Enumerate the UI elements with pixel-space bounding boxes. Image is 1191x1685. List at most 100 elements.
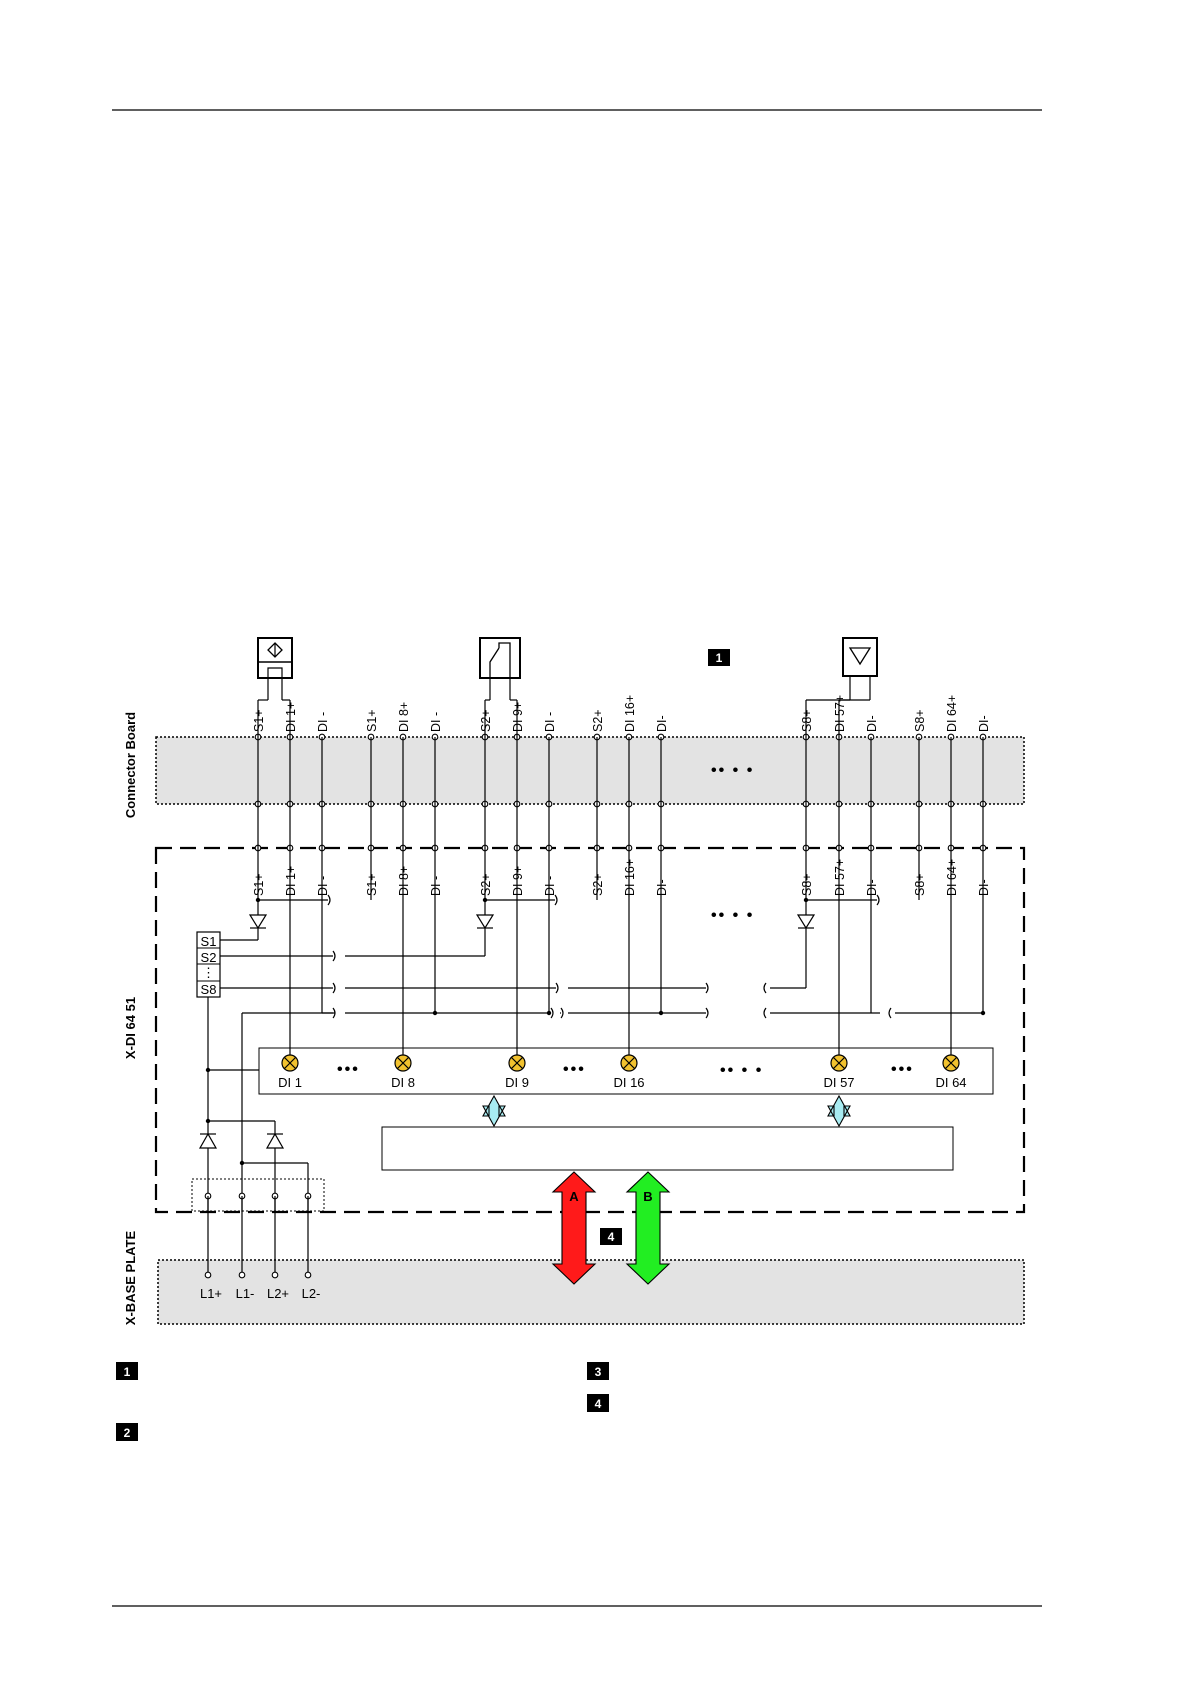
supply-group-label: S2 [201, 950, 217, 965]
terminal-label-inner: S2+ [591, 873, 605, 896]
module-border [154, 846, 1026, 1214]
svg-text:1: 1 [124, 1365, 131, 1379]
channel-label: DI 64 [935, 1075, 966, 1090]
processor-block [381, 1126, 954, 1171]
terminal-label: DI 16+ [623, 695, 637, 732]
junction-dot [432, 1010, 438, 1016]
transmitter-icon [842, 637, 878, 677]
power-terminal-label: L1- [236, 1286, 255, 1301]
supply-group-box [196, 931, 221, 998]
arrow-label-a: A [569, 1189, 579, 1204]
terminal-label-inner: S8+ [913, 873, 927, 896]
bidirectional-arrow-icon [482, 1094, 506, 1128]
svg-text:4: 4 [608, 1230, 615, 1244]
terminal-label: S2+ [591, 709, 605, 732]
wire [550, 1007, 554, 1019]
legend: 1 2 3 4 [116, 1362, 609, 1441]
terminal-label-inner: S2+ [479, 873, 493, 896]
supply-group-label: S8 [201, 982, 217, 997]
bidirectional-arrow-icon [551, 1171, 597, 1285]
terminal-label-inner: DI - [429, 876, 443, 896]
legend-badge: 1 [116, 1362, 138, 1380]
terminal-label: S1+ [252, 709, 266, 732]
power-terminal [238, 1271, 246, 1279]
terminal-labels-top: S1+DI 1+DI -S1+DI 8+DI -S2+DI 9+DI -S2+D… [252, 695, 991, 732]
channel-label: DI 57 [823, 1075, 854, 1090]
bidirectional-arrow-icon [625, 1171, 671, 1285]
led-lamp-icon [620, 1054, 638, 1072]
supply-group-label: S1 [201, 934, 217, 949]
legend-badge: 4 [587, 1394, 609, 1412]
terminal-label-inner: S8+ [800, 873, 814, 896]
terminal-label-inner: DI 1+ [284, 866, 298, 896]
wire [327, 894, 331, 906]
led-lamp-icon [281, 1054, 299, 1072]
terminal-label-inner: DI- [977, 879, 991, 896]
terminal-label: DI 1+ [284, 702, 298, 732]
terminal-label: DI- [655, 715, 669, 732]
wire [705, 982, 709, 994]
power-terminal-label: L2- [302, 1286, 321, 1301]
wire [554, 894, 558, 906]
wire [332, 950, 336, 962]
terminal-label-inner: DI- [865, 879, 879, 896]
side-label-base-plate: X-BASE PLATE [123, 1230, 138, 1325]
junction-dot [546, 1010, 552, 1016]
power-terminal [271, 1271, 279, 1279]
marker-1: 1 [708, 649, 730, 666]
wire [888, 1007, 892, 1019]
terminal-label-inner: S1+ [365, 873, 379, 896]
svg-text:3: 3 [595, 1365, 602, 1379]
led-lamp-icon [394, 1054, 412, 1072]
diode-icon [796, 914, 816, 930]
supply-group-label: ⋮ [202, 965, 215, 980]
power-terminal-block [191, 1178, 325, 1212]
terminal-label: DI 57+ [833, 695, 847, 732]
terminal-label-inner: DI- [655, 879, 669, 896]
terminal-label: S2+ [479, 709, 493, 732]
ellipsis-connector: •• • • [711, 762, 754, 779]
wire [763, 982, 767, 994]
wire [555, 982, 559, 994]
junction-dot [658, 1010, 664, 1016]
wire [763, 1007, 767, 1019]
led-lamp-icon [830, 1054, 848, 1072]
proximity-sensor-icon [257, 637, 293, 679]
terminal-label-inner: DI 57+ [833, 859, 847, 896]
ellipsis-inner: •• • • [711, 907, 754, 924]
arrow-label-b: B [643, 1189, 652, 1204]
terminal-label-inner: DI 9+ [511, 866, 525, 896]
terminal-label-inner: DI 16+ [623, 859, 637, 896]
terminal-label: DI - [316, 712, 330, 732]
channel-label: DI 9 [505, 1075, 529, 1090]
diode-icon [248, 914, 268, 930]
wire [560, 1007, 564, 1019]
channel-ellipsis-1: ••• [337, 1061, 360, 1078]
led-lamp-icon [942, 1054, 960, 1072]
terminal-label: DI - [429, 712, 443, 732]
legend-badge: 2 [116, 1423, 138, 1441]
terminal-label: S8+ [800, 709, 814, 732]
terminal-label-inner: DI 64+ [945, 859, 959, 896]
terminal-label: S8+ [913, 709, 927, 732]
wire [332, 982, 336, 994]
switch-contact-icon [479, 637, 521, 679]
channel-label: DI 16 [613, 1075, 644, 1090]
terminal-label: DI 64+ [945, 695, 959, 732]
channel-ellipsis-3: •• • • [720, 1062, 763, 1079]
svg-text:1: 1 [716, 651, 723, 665]
junction-dot [980, 1010, 986, 1016]
power-terminal-label: L1+ [200, 1286, 222, 1301]
power-terminals: L1+L1-L2+L2- [200, 1286, 320, 1301]
diode-icon [265, 1132, 285, 1149]
power-terminal [304, 1271, 312, 1279]
terminal-label: S1+ [365, 709, 379, 732]
wire [876, 894, 880, 906]
led-lamp-icon [508, 1054, 526, 1072]
side-label-connector-board: Connector Board [123, 712, 138, 818]
terminal-label: DI 8+ [397, 702, 411, 732]
